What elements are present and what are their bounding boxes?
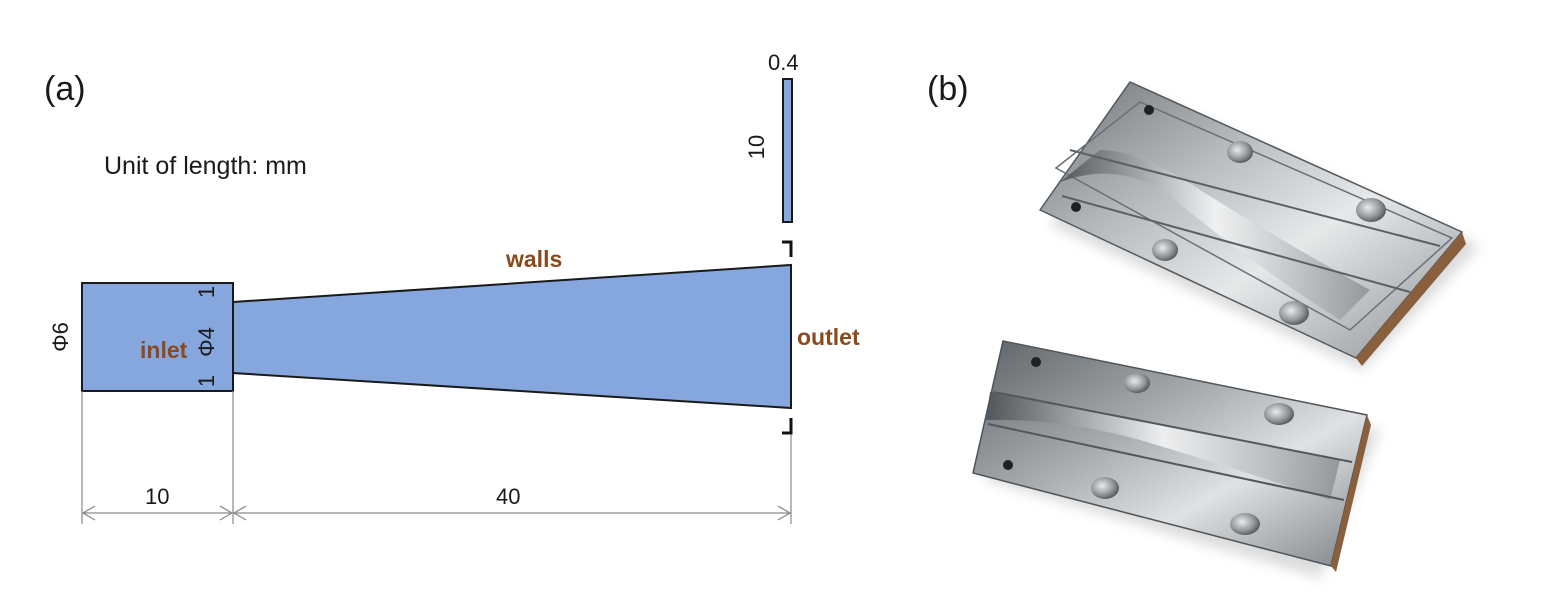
mold-half-upper	[1038, 81, 1480, 370]
inlet-section	[81, 282, 234, 392]
taper-section	[232, 263, 792, 410]
step-top-label: 1	[194, 286, 219, 298]
panel-a-label: (a)	[44, 70, 86, 108]
dimension-taper-length-label: 40	[496, 484, 520, 509]
outlet-bracket-bottom	[782, 418, 793, 435]
outlet-slot-cross-section	[782, 78, 793, 223]
dimension-inlet-length-label: 10	[145, 484, 169, 509]
walls-boundary-label: walls	[505, 246, 562, 272]
panel-b-photo: (b)	[927, 70, 1480, 578]
panel-a-schematic: (a) Unit of length: mm 10 40 Φ6 1 Φ4 1 i…	[44, 50, 860, 524]
unit-note: Unit of length: mm	[104, 152, 307, 180]
slot-width-label: 0.4	[768, 50, 799, 75]
throat-diameter-label: Φ4	[194, 327, 219, 357]
step-bottom-label: 1	[194, 375, 219, 387]
inlet-diameter-label: Φ6	[48, 322, 73, 352]
dimension-taper-length: 40	[232, 484, 792, 521]
mold-half-lower	[972, 340, 1380, 578]
outlet-bracket-top	[782, 240, 793, 257]
slot-height-label: 10	[744, 135, 769, 159]
panel-b-label: (b)	[927, 70, 969, 108]
outlet-boundary-label: outlet	[797, 324, 860, 350]
dimension-inlet-length: 10	[81, 484, 234, 521]
inlet-boundary-label: inlet	[140, 337, 188, 363]
